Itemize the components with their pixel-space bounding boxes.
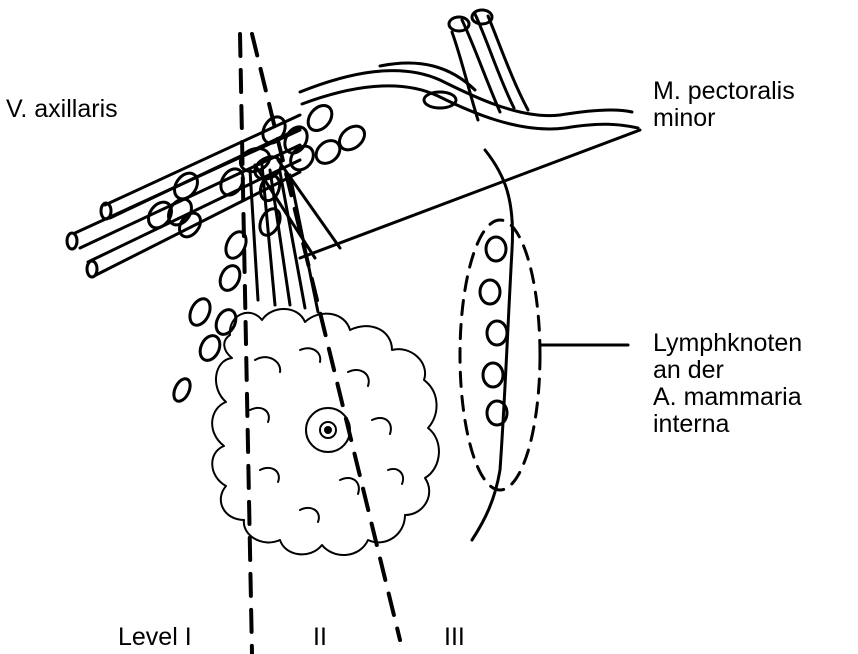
label-nodes-line3: A. mammaria [653,384,802,411]
label-nodes-line1: Lymphknoten [653,330,802,357]
label-pectoralis-minor: M. pectoralis minor [653,78,795,132]
clavicle-outline [300,63,638,129]
pectoralis-minor [250,130,640,312]
label-level-3: III [444,624,465,651]
internal-mammary-nodes [460,220,628,490]
label-pectoralis-line2: minor [653,105,795,132]
label-level-1: Level I [118,624,192,651]
label-nodes-line4: interna [653,411,802,438]
label-internal-mammary-nodes: Lymphknoten an der A. mammaria interna [653,330,802,438]
label-level-2: II [313,624,327,651]
label-vena-axillaris-text: V. axillaris [6,96,118,123]
label-nodes-line2: an der [653,357,802,384]
label-pectoralis-line1: M. pectoralis [653,78,795,105]
label-vena-axillaris: V. axillaris [6,96,118,123]
